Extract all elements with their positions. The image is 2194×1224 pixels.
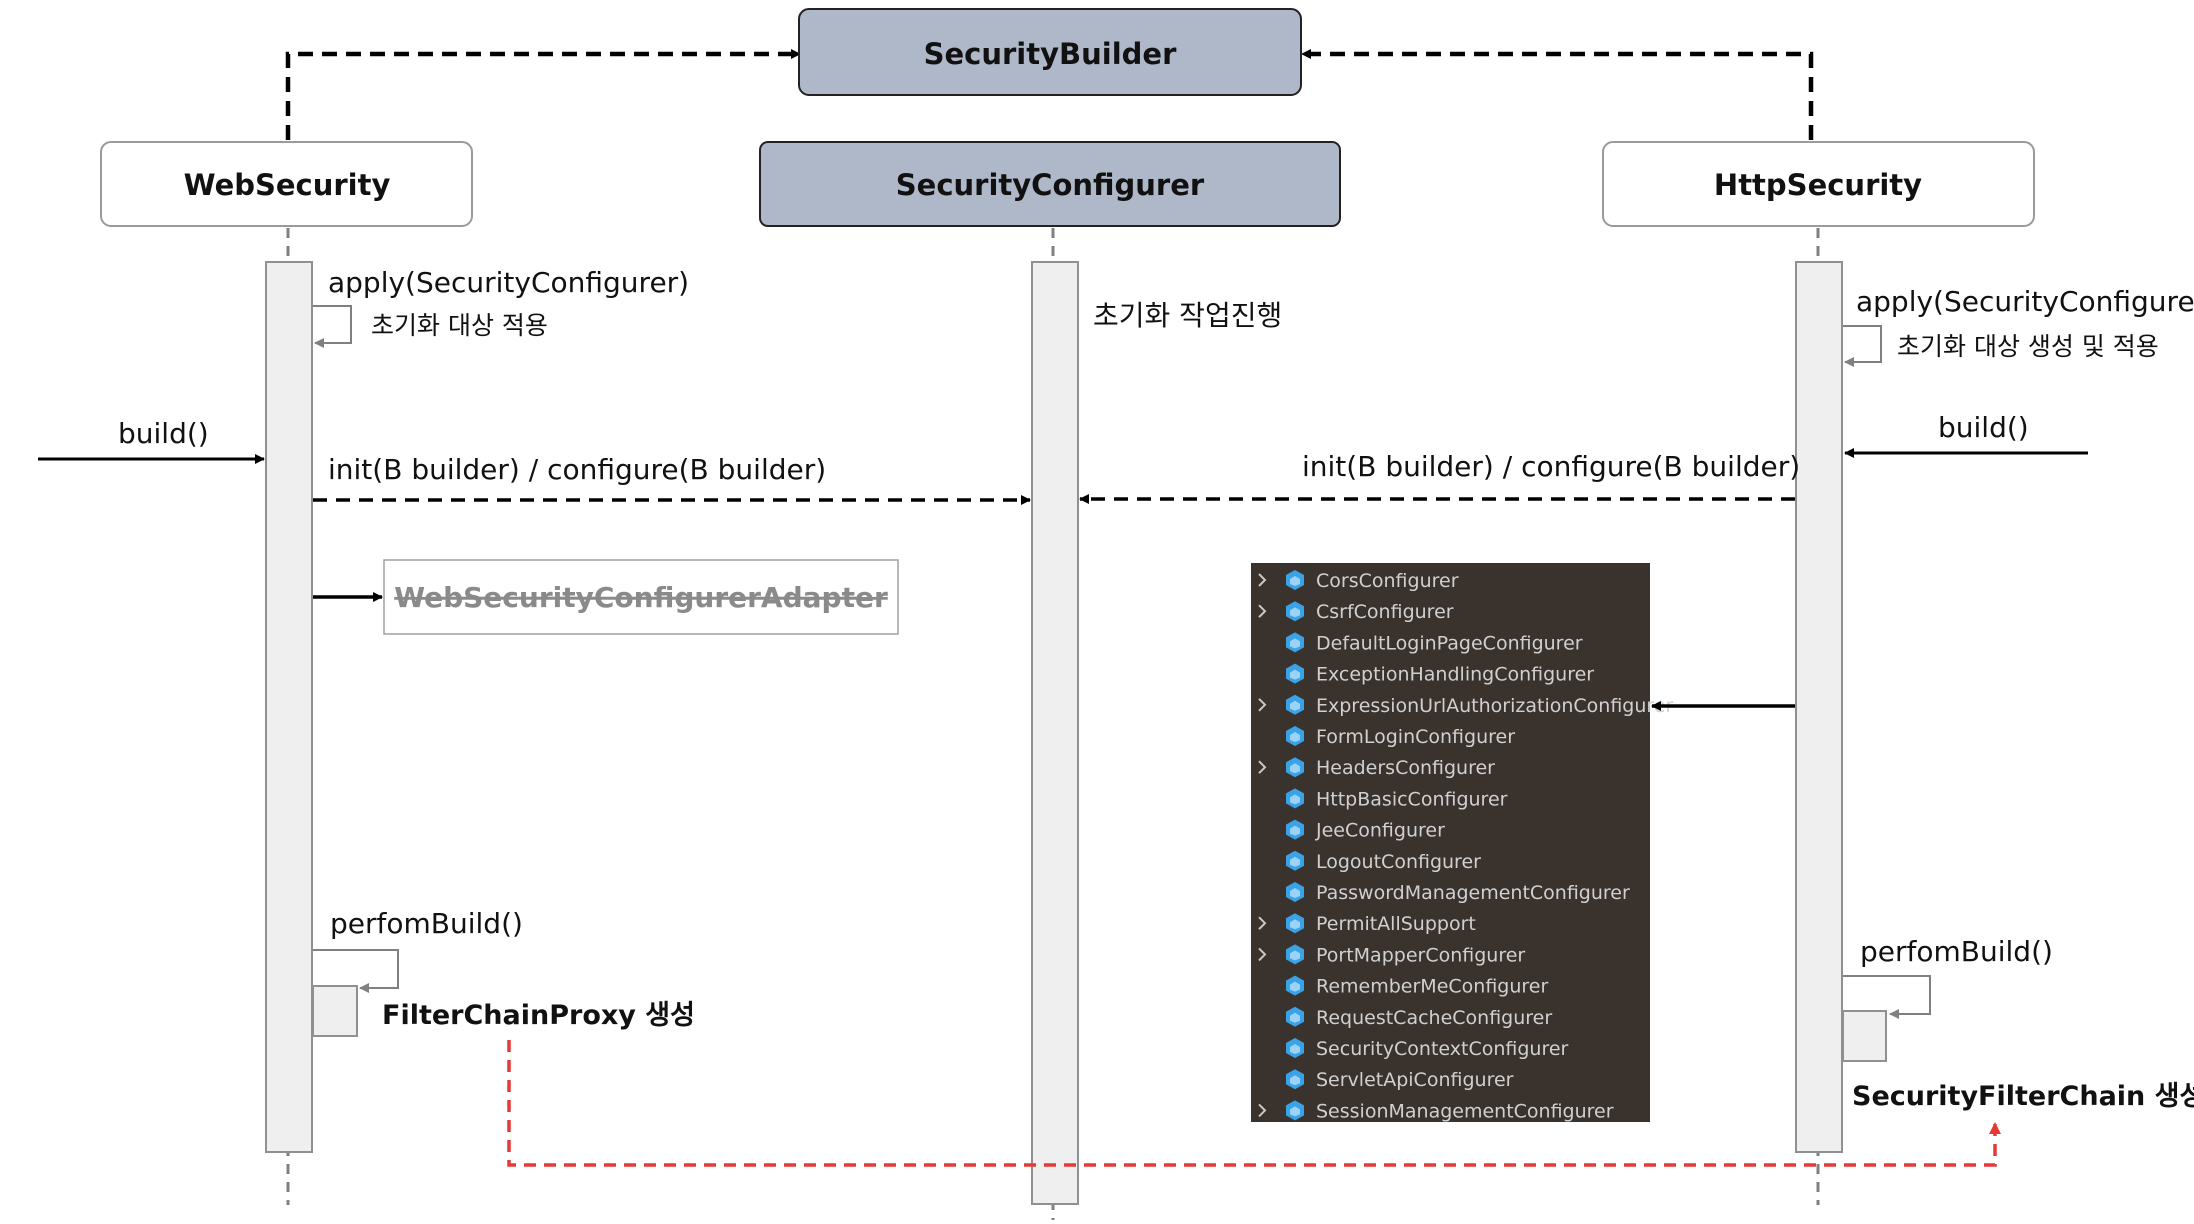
security-configurer-box: SecurityConfigurer: [759, 141, 1341, 227]
class-cube-icon-face: [1290, 576, 1300, 586]
ws-perform-build-activation: [312, 985, 358, 1037]
websecurity-to-builder-connector: [285, 49, 801, 140]
class-cube-icon-face: [1290, 607, 1300, 618]
hs-build-label: build(): [1938, 411, 2029, 444]
configurer-name: LogoutConfigurer: [1316, 851, 1481, 873]
configurer-name: PasswordManagementConfigurer: [1316, 882, 1630, 904]
configurer-list-item[interactable]: SessionManagementConfigurer: [1258, 1100, 1614, 1122]
ws-result-label: FilterChainProxy 생성: [382, 1000, 695, 1031]
class-cube-icon-face: [1290, 1106, 1300, 1117]
chevron-right-icon[interactable]: [1258, 916, 1267, 930]
class-cube-icon-face: [1290, 919, 1300, 930]
security-configurer-activation-bar: [1031, 261, 1079, 1205]
class-cube-icon-face: [1290, 856, 1300, 867]
configurer-list-panel: CorsConfigurerCsrfConfigurerDefaultLogin…: [1251, 563, 1673, 1122]
configurer-name: ServletApiConfigurer: [1316, 1069, 1514, 1091]
hs-init-configure-label: init(B builder) / configure(B builder): [1302, 450, 1800, 483]
configurer-name: RememberMeConfigurer: [1316, 976, 1548, 998]
hs-perform-build-label: perfomBuild(): [1860, 935, 2053, 968]
http-security-box: HttpSecurity: [1602, 141, 2035, 227]
configurer-list-item[interactable]: HttpBasicConfigurer: [1286, 788, 1508, 810]
configurer-list-item[interactable]: SecurityContextConfigurer: [1286, 1038, 1569, 1060]
ws-init-configure-label: init(B builder) / configure(B builder): [328, 453, 826, 486]
configurer-list-item[interactable]: ExceptionHandlingConfigurer: [1286, 663, 1594, 686]
configurer-name: HttpBasicConfigurer: [1316, 788, 1508, 810]
web-security-configurer-adapter-box: WebSecurityConfigurerAdapter: [383, 559, 899, 635]
configurer-list-item[interactable]: FormLoginConfigurer: [1286, 726, 1515, 748]
ws-build-label: build(): [118, 417, 209, 450]
class-cube-icon-face: [1290, 825, 1300, 836]
hs-apply-desc: 초기화 대상 생성 및 적용: [1897, 332, 2159, 361]
configurer-name: PermitAllSupport: [1316, 913, 1476, 935]
configurer-list-item[interactable]: JeeConfigurer: [1286, 819, 1445, 842]
web-security-box: WebSecurity: [100, 141, 473, 227]
configurer-list: CorsConfigurerCsrfConfigurerDefaultLogin…: [1258, 570, 1673, 1122]
chevron-right-icon[interactable]: [1258, 1103, 1267, 1118]
configurer-name: SecurityContextConfigurer: [1316, 1038, 1569, 1060]
class-cube-icon-face: [1290, 1012, 1300, 1023]
security-configurer-label: SecurityConfigurer: [896, 168, 1205, 202]
hs-apply-self-call: [1843, 325, 1882, 367]
class-cube-icon-face: [1290, 981, 1300, 992]
ws-apply-desc: 초기화 대상 적용: [371, 311, 548, 340]
configurer-list-item[interactable]: RequestCacheConfigurer: [1286, 1006, 1552, 1029]
configurer-list-item[interactable]: DefaultLoginPageConfigurer: [1286, 632, 1583, 654]
class-cube-icon-face: [1290, 1044, 1300, 1054]
chevron-right-icon[interactable]: [1258, 604, 1267, 618]
configurer-name: SessionManagementConfigurer: [1316, 1100, 1614, 1122]
class-cube-icon-face: [1290, 1075, 1300, 1086]
configurer-name: HeadersConfigurer: [1316, 757, 1495, 779]
configurer-name: ExpressionUrlAuthorizationConfigurer: [1316, 695, 1673, 717]
chevron-right-icon[interactable]: [1258, 947, 1267, 962]
class-cube-icon-face: [1290, 700, 1300, 711]
httpsecurity-to-builder-connector: [1301, 49, 1814, 140]
web-security-label: WebSecurity: [184, 168, 391, 202]
configurer-name: FormLoginConfigurer: [1316, 726, 1515, 748]
configurer-name: CsrfConfigurer: [1316, 601, 1454, 623]
configurer-list-item[interactable]: PortMapperConfigurer: [1258, 944, 1525, 966]
hs-perform-build-self-call: [1843, 975, 1931, 1019]
configurer-list-item[interactable]: PasswordManagementConfigurer: [1286, 882, 1630, 904]
hs-perform-build-activation: [1842, 1010, 1887, 1062]
chevron-right-icon[interactable]: [1258, 760, 1267, 774]
http-security-activation-bar: [1795, 261, 1843, 1153]
web-security-activation-bar: [265, 261, 313, 1153]
configurer-name: ExceptionHandlingConfigurer: [1316, 664, 1594, 686]
configurer-list-item[interactable]: ServletApiConfigurer: [1286, 1069, 1514, 1091]
configurer-name: RequestCacheConfigurer: [1316, 1007, 1552, 1029]
configurer-list-item[interactable]: PermitAllSupport: [1258, 913, 1476, 935]
sc-init-desc: 초기화 작업진행: [1093, 299, 1282, 332]
filterchainproxy-to-securityfilterchain-connector: [507, 1040, 2001, 1167]
class-cube-icon-face: [1290, 763, 1300, 774]
configurer-list-item[interactable]: RememberMeConfigurer: [1286, 975, 1548, 998]
configurer-list-item[interactable]: CorsConfigurer: [1258, 570, 1459, 592]
class-cube-icon-face: [1290, 950, 1300, 961]
configurer-list-item[interactable]: HeadersConfigurer: [1258, 757, 1495, 779]
configurer-name: PortMapperConfigurer: [1316, 944, 1525, 966]
chevron-right-icon[interactable]: [1258, 573, 1267, 587]
configurer-name: CorsConfigurer: [1316, 570, 1459, 592]
hs-result-label: SecurityFilterChain 생성: [1852, 1081, 2194, 1112]
configurer-list-item[interactable]: LogoutConfigurer: [1286, 850, 1481, 873]
ws-perform-build-self-call: [313, 949, 399, 993]
configurer-name: DefaultLoginPageConfigurer: [1316, 632, 1583, 654]
http-security-label: HttpSecurity: [1714, 168, 1922, 202]
class-cube-icon-face: [1290, 638, 1300, 649]
ws-apply-label: apply(SecurityConfigurer): [328, 266, 689, 299]
configurer-list-item[interactable]: ExpressionUrlAuthorizationConfigurer: [1258, 694, 1673, 717]
configurer-list-item[interactable]: CsrfConfigurer: [1258, 601, 1454, 623]
ws-apply-self-call: [313, 305, 352, 348]
configurer-name: JeeConfigurer: [1315, 820, 1445, 842]
chevron-right-icon[interactable]: [1258, 698, 1267, 712]
security-builder-label: SecurityBuilder: [924, 37, 1177, 71]
hs-apply-label: apply(SecurityConfigurer): [1856, 285, 2194, 318]
ws-perform-build-label: perfomBuild(): [330, 907, 523, 940]
security-builder-box: SecurityBuilder: [798, 8, 1302, 96]
class-cube-icon-face: [1290, 888, 1300, 898]
class-cube-icon-face: [1290, 732, 1300, 742]
class-cube-icon-face: [1290, 669, 1300, 680]
class-cube-icon-face: [1290, 794, 1300, 805]
